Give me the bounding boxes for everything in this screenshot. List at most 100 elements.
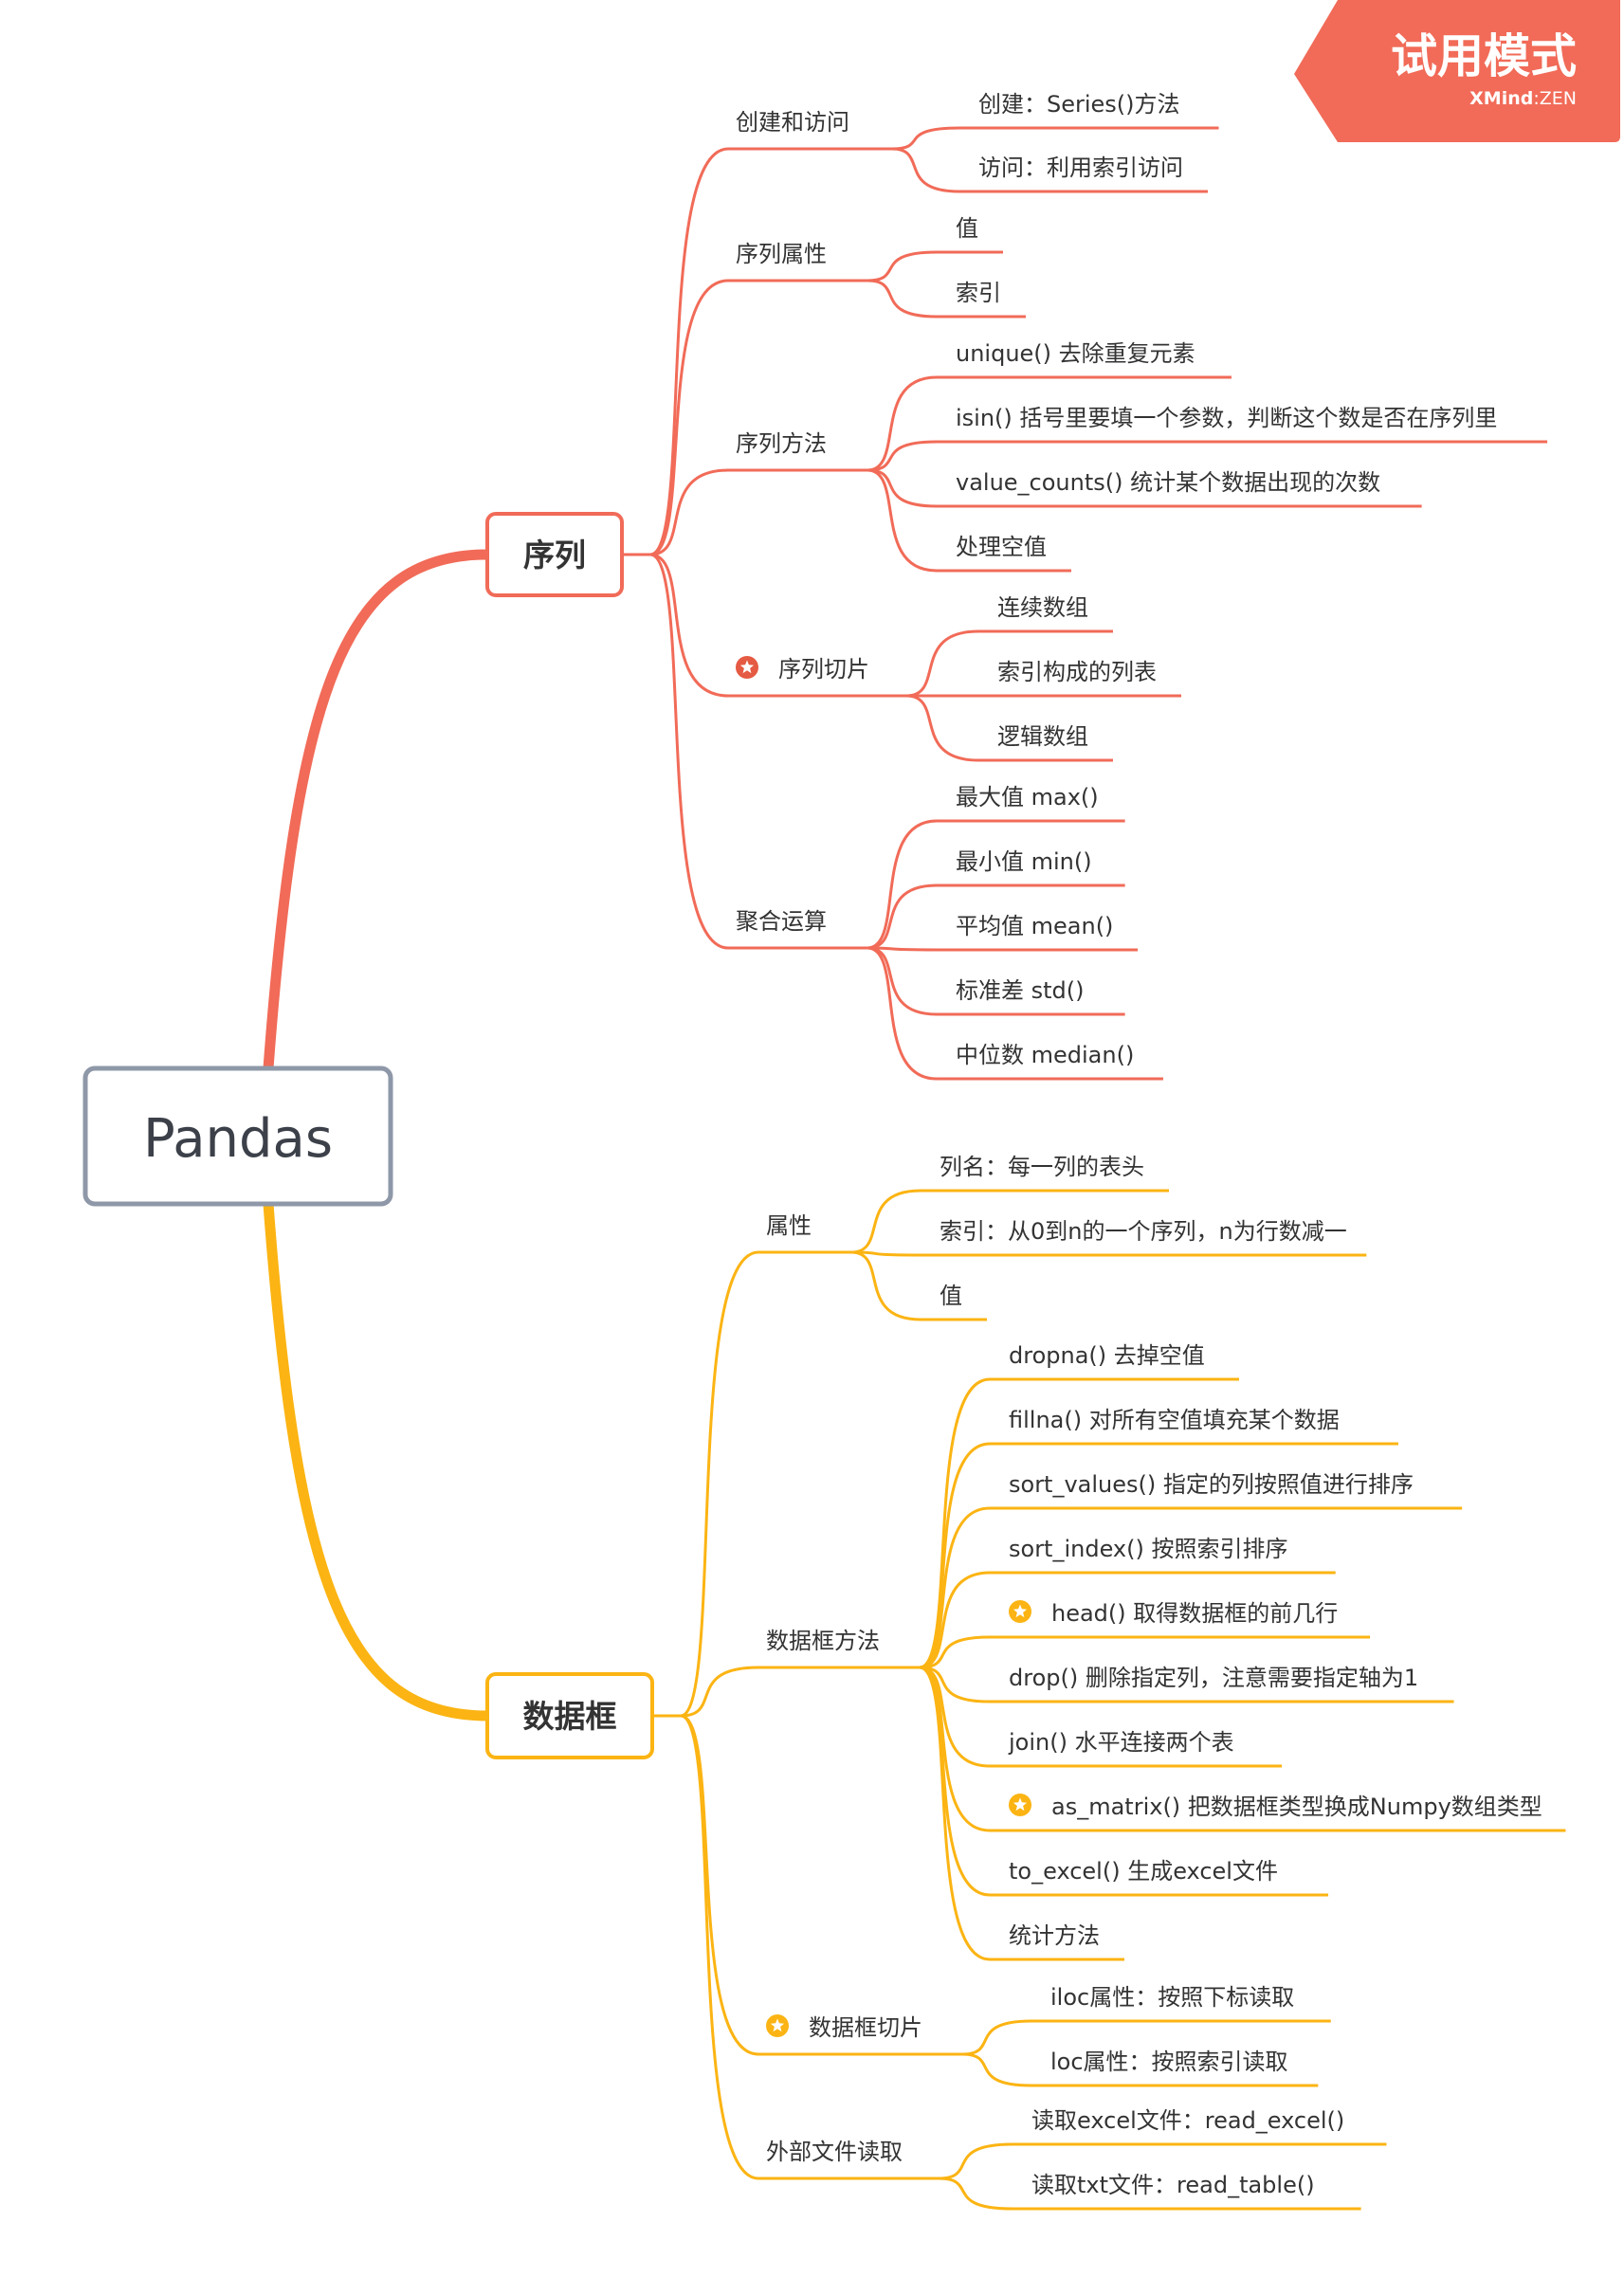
branch-topic-item[interactable]: 数据框切片 — [809, 2014, 922, 2041]
star-icon-shape — [770, 2018, 785, 2032]
branch-topic-item[interactable]: 序列方法 — [736, 430, 827, 457]
leaf-connector — [890, 126, 961, 151]
connector-lines — [263, 126, 1566, 2211]
leaf-connector — [937, 2142, 1014, 2180]
leaf-connector — [937, 2177, 1014, 2211]
leaf-topic[interactable]: join() 水平连接两个表 — [1008, 1729, 1234, 1756]
leaf-connector — [866, 819, 939, 950]
xmind-brand: XMind:ZEN — [1469, 88, 1577, 109]
leaf-connector — [866, 375, 939, 472]
branch-topic-item[interactable]: 序列切片 — [778, 656, 869, 683]
leaf-topic[interactable]: 索引：从0到n的一个序列，n为行数减一 — [940, 1218, 1347, 1245]
leaf-connector — [918, 1442, 992, 1669]
leaf-topic[interactable]: 最大值 max() — [956, 784, 1099, 811]
leaf-topic[interactable]: 平均值 mean() — [956, 913, 1113, 939]
branch-connector — [648, 553, 730, 698]
leaf-topic[interactable]: 逻辑数组 — [997, 723, 1088, 750]
leaf-topic[interactable]: 访问：利用索引访问 — [978, 155, 1183, 181]
leaf-connector — [849, 1250, 922, 1257]
branch-connector — [679, 1714, 760, 2056]
leaf-topic[interactable]: 最小值 min() — [956, 848, 1092, 875]
leaf-topic[interactable]: iloc属性：按照下标读取 — [1050, 1984, 1294, 2011]
trial-banner-shape — [1294, 0, 1620, 142]
branch-connector — [648, 279, 730, 556]
branch-connector — [648, 468, 730, 556]
leaf-topic[interactable]: isin() 括号里要填一个参数，判断这个数是否在序列里 — [956, 405, 1497, 431]
star-icon — [1009, 1600, 1031, 1623]
branch-topic-item[interactable]: 外部文件读取 — [766, 2139, 903, 2165]
leaf-connector — [866, 946, 939, 1081]
branch-connector — [679, 1250, 760, 1718]
branch-connector — [679, 1666, 760, 1718]
topic-nodes: Pandas序列创建和访问创建：Series()方法访问：利用索引访问序列属性值… — [82, 91, 1542, 2198]
branch-connector — [648, 553, 730, 950]
leaf-topic[interactable]: 读取txt文件：read_table() — [1031, 2172, 1315, 2198]
leaf-connector — [866, 468, 939, 508]
leaf-connector — [866, 883, 939, 950]
branch-topic-item[interactable]: 聚合运算 — [736, 908, 827, 935]
leaf-topic[interactable]: 索引构成的列表 — [997, 659, 1157, 685]
star-icon-shape — [1013, 1604, 1028, 1618]
leaf-topic[interactable]: 标准差 std() — [956, 977, 1085, 1004]
star-icon — [766, 2014, 789, 2037]
leaf-topic[interactable]: to_excel() 生成excel文件 — [1009, 1858, 1278, 1885]
leaf-connector — [866, 279, 939, 319]
leaf-topic[interactable]: sort_index() 按照索引排序 — [1009, 1536, 1287, 1562]
leaf-topic[interactable]: head() 取得数据框的前几行 — [1051, 1600, 1338, 1627]
root-to-dataframe-connector — [263, 1198, 493, 1721]
leaf-connector — [849, 1250, 922, 1321]
leaf-connector — [866, 468, 939, 573]
leaf-connector — [918, 1571, 992, 1669]
leaf-topic[interactable]: 创建：Series()方法 — [978, 91, 1180, 118]
branch-topic-item[interactable]: 序列属性 — [736, 241, 827, 267]
star-icon — [1009, 1794, 1031, 1816]
leaf-connector — [918, 1377, 992, 1669]
leaf-connector — [890, 147, 961, 193]
main-topic-box[interactable] — [485, 512, 624, 597]
leaf-topic[interactable]: 处理空值 — [956, 534, 1047, 560]
leaf-topic[interactable]: unique() 去除重复元素 — [956, 340, 1195, 367]
star-icon-shape — [1013, 1797, 1028, 1812]
leaf-topic[interactable]: 统计方法 — [1009, 1922, 1100, 1949]
leaf-topic[interactable]: value_counts() 统计某个数据出现的次数 — [956, 469, 1380, 496]
leaf-topic[interactable]: 索引 — [956, 280, 1001, 306]
leaf-connector — [918, 1506, 992, 1669]
leaf-connector — [904, 694, 980, 762]
root-to-series-connector — [263, 549, 493, 1074]
leaf-connector — [849, 1189, 922, 1254]
main-topic-label[interactable]: 数据框 — [523, 1698, 617, 1735]
star-icon — [736, 656, 758, 679]
branch-topic-item[interactable]: 属性 — [766, 1212, 812, 1239]
leaf-connector — [918, 1666, 992, 1961]
root-topic-label[interactable]: Pandas — [143, 1108, 333, 1170]
leaf-connector — [960, 2052, 1033, 2087]
branch-topic-item[interactable]: 创建和访问 — [736, 109, 849, 136]
main-topic-label[interactable]: 序列 — [523, 537, 586, 574]
leaf-connector — [918, 1635, 992, 1669]
leaf-topic[interactable]: sort_values() 指定的列按照值进行排序 — [1009, 1471, 1414, 1498]
root-topic-box[interactable] — [82, 1066, 393, 1207]
leaf-connector — [918, 1666, 992, 1703]
leaf-connector — [960, 2019, 1033, 2056]
leaf-topic[interactable]: as_matrix() 把数据框类型换成Numpy数组类型 — [1051, 1794, 1542, 1820]
leaf-connector — [918, 1666, 992, 1768]
leaf-topic[interactable]: 连续数组 — [997, 594, 1088, 621]
leaf-connector — [866, 250, 939, 282]
leaf-connector — [866, 440, 939, 472]
leaf-topic[interactable]: 值 — [940, 1283, 962, 1309]
trial-watermark: 试用模式 XMind:ZEN — [1294, 0, 1620, 142]
main-topic-box[interactable] — [485, 1672, 654, 1759]
leaf-topic[interactable]: 列名：每一列的表头 — [940, 1154, 1144, 1180]
branch-topic-item[interactable]: 数据框方法 — [766, 1628, 880, 1654]
star-icon-shape — [739, 660, 755, 674]
leaf-topic[interactable]: 读取excel文件：read_excel() — [1031, 2107, 1344, 2134]
leaf-connector — [866, 946, 939, 952]
leaf-topic[interactable]: loc属性：按照索引读取 — [1050, 2049, 1288, 2075]
leaf-topic[interactable]: dropna() 去掉空值 — [1009, 1342, 1205, 1369]
branch-connector — [648, 147, 730, 556]
branch-connector — [679, 1714, 760, 2180]
leaf-topic[interactable]: drop() 删除指定列，注意需要指定轴为1 — [1009, 1665, 1418, 1691]
leaf-topic[interactable]: 中位数 median() — [956, 1042, 1134, 1068]
leaf-topic[interactable]: fillna() 对所有空值填充某个数据 — [1009, 1407, 1340, 1433]
leaf-topic[interactable]: 值 — [956, 215, 978, 242]
